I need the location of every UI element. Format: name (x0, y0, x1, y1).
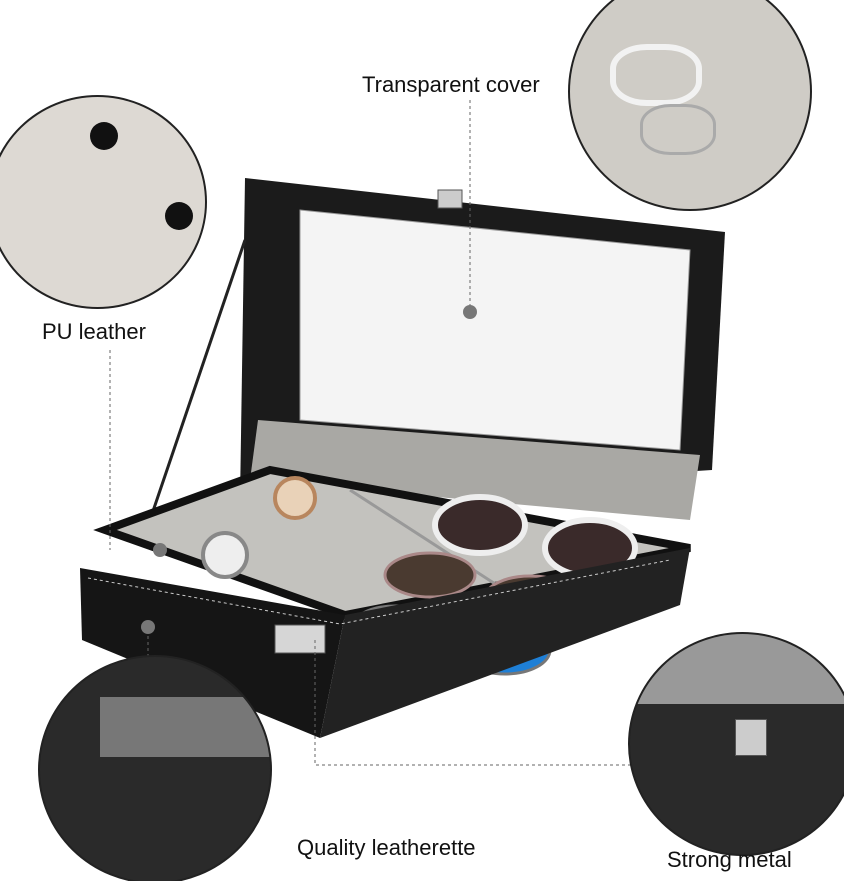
lid-lining (250, 420, 700, 520)
label-quality-leatherette: Quality leatherette (297, 835, 476, 860)
glass-window (299, 209, 691, 451)
label-pu-leather: PU leather (42, 319, 146, 344)
detail-transparent-cover (568, 0, 812, 211)
lid-clasp (437, 189, 463, 209)
detail-pu-leather (0, 95, 207, 309)
watch (201, 531, 249, 579)
support-strap (148, 239, 247, 521)
detail-strong-metal (628, 632, 844, 856)
base-side (320, 548, 690, 738)
label-transparent-cover: Transparent cover (362, 72, 540, 97)
watch (273, 476, 317, 520)
detail-leatherette (38, 655, 272, 881)
base-front (80, 568, 345, 738)
label-strong-metal: Strong metal (667, 847, 792, 872)
front-lock (274, 624, 326, 654)
